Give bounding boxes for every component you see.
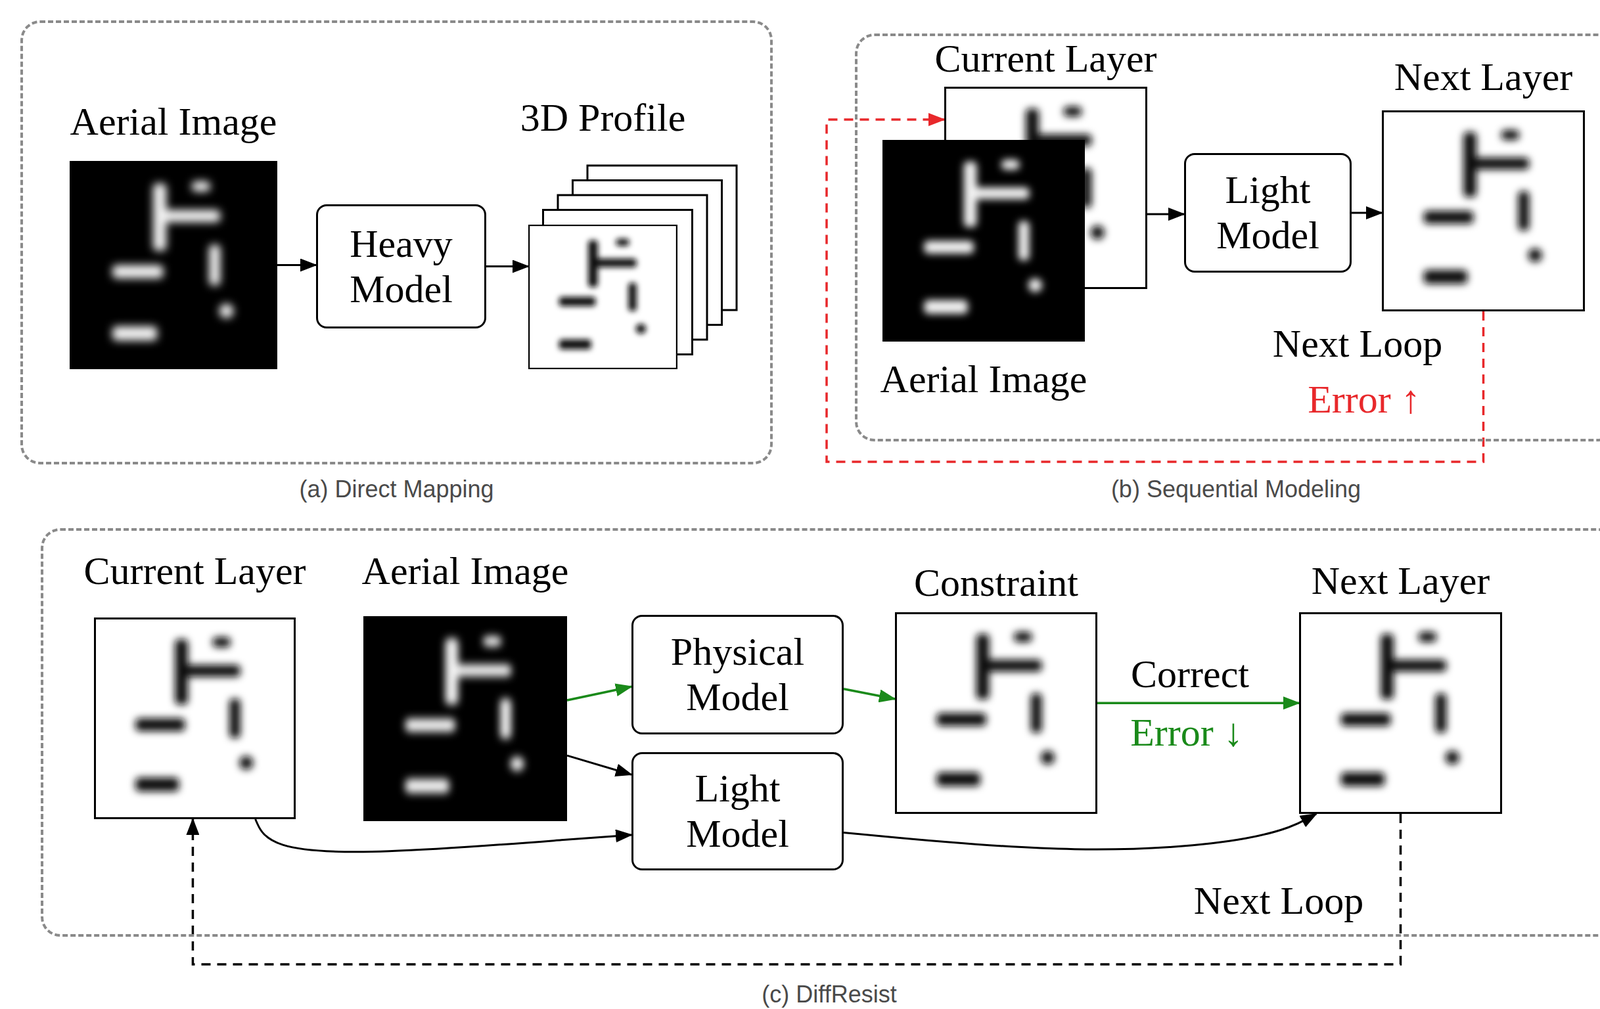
edge-label: Next Loop	[1191, 881, 1367, 921]
resist-layer-image	[1381, 110, 1585, 312]
box-label: Light Model	[633, 766, 842, 857]
aerial-image	[69, 160, 278, 370]
image-heading: Current Layer	[83, 548, 306, 595]
image-node: Current Layer	[93, 617, 296, 820]
image-heading: Next Layer	[1311, 558, 1491, 604]
image-figure	[1299, 612, 1503, 815]
image-figure	[69, 160, 278, 370]
profile-stack: 3D Profile	[528, 224, 678, 370]
image-heading: Aerial Image	[880, 356, 1088, 403]
resist-layer-image	[93, 617, 296, 820]
model-box: Heavy Model	[316, 204, 487, 329]
image-figure	[882, 139, 1085, 342]
aerial-image	[363, 616, 568, 822]
image-heading: Aerial Image	[70, 99, 278, 145]
connector-arrow	[843, 814, 1317, 850]
image-node: Aerial Image	[882, 139, 1085, 342]
aerial-image	[882, 139, 1085, 342]
image-figure	[1381, 110, 1585, 312]
error-note: Error ↑	[1304, 379, 1424, 420]
model-box: Light Model	[631, 752, 844, 871]
connector-arrow	[1097, 701, 1300, 705]
connector-arrow	[277, 264, 317, 267]
panel-caption: (b) Sequential Modeling	[1111, 475, 1361, 504]
image-heading: Current Layer	[934, 36, 1157, 82]
diagram-panel: (b) Sequential ModelingCurrent LayerAeri…	[854, 33, 1600, 442]
image-figure	[894, 612, 1098, 815]
resist-layer-image	[528, 224, 678, 370]
image-heading: Constraint	[914, 560, 1079, 606]
edge-label: Next Loop	[1270, 323, 1445, 364]
resist-layer-image	[1299, 612, 1503, 815]
diagram-panel: (a) Direct MappingAerial ImageHeavy Mode…	[20, 20, 773, 465]
image-node: Aerial Image	[363, 616, 568, 822]
panel-caption: (a) Direct Mapping	[298, 475, 494, 504]
box-label: Light Model	[1186, 167, 1350, 259]
model-box: Light Model	[1184, 153, 1352, 273]
image-heading: Next Layer	[1394, 54, 1574, 100]
image-node: Constraint	[894, 612, 1098, 815]
panel-caption: (c) DiffResist	[761, 980, 897, 1009]
connector-arrow	[1351, 212, 1382, 215]
box-label: Physical Model	[633, 629, 842, 721]
box-label: Heavy Model	[318, 221, 485, 313]
model-box: Physical Model	[631, 615, 844, 735]
connector-arrow	[486, 265, 529, 268]
edge-label: Correct	[1128, 654, 1252, 694]
image-node: Next Layer	[1381, 110, 1585, 312]
image-heading: Aerial Image	[362, 548, 570, 595]
image-node: Next Layer	[1299, 612, 1503, 815]
image-node: Aerial Image	[69, 160, 278, 370]
connector-arrow	[567, 755, 632, 775]
error-note: Error ↓	[1127, 712, 1246, 753]
image-heading: 3D Profile	[520, 95, 686, 141]
image-figure	[93, 617, 296, 820]
connector-arrow	[567, 686, 632, 701]
connector-arrow	[255, 819, 632, 853]
resist-layer-image	[894, 612, 1098, 815]
diagram-panel: (c) DiffResistCurrent LayerAerial ImageP…	[40, 528, 1600, 938]
image-figure	[528, 224, 678, 370]
connector-arrow	[1147, 213, 1185, 216]
image-figure	[363, 616, 568, 822]
connector-arrow	[843, 689, 895, 700]
